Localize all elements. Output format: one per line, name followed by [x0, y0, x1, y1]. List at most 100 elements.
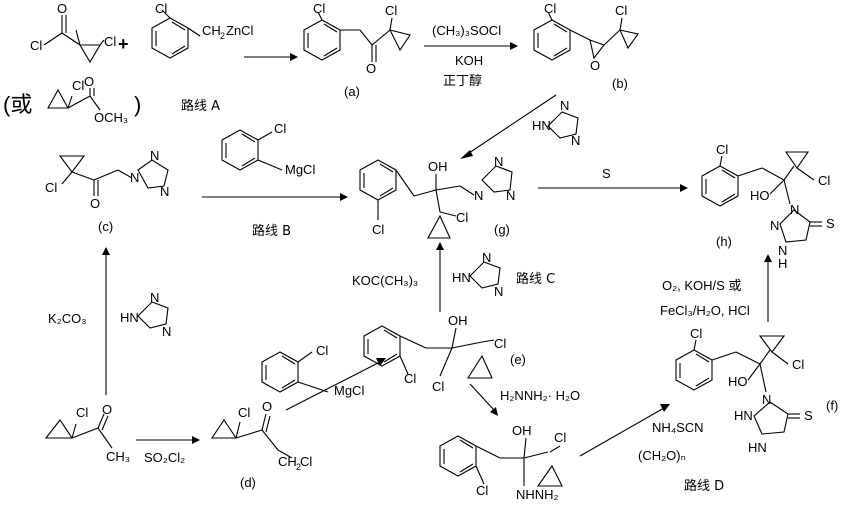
atom-n: N — [560, 98, 569, 113]
arrowhead — [510, 42, 518, 50]
atom-n: N — [160, 184, 169, 199]
label-f: (f) — [826, 398, 838, 413]
benzylzinc-structure: Cl CH 2 ZnCl — [151, 1, 254, 59]
atom-cl: Cl — [155, 1, 167, 16]
plus-sign: + — [118, 34, 129, 54]
arrowhead — [192, 436, 200, 444]
reagent-o2-koh: O₂, KOH/S 或 — [662, 278, 741, 293]
atom-o: O — [590, 58, 600, 73]
atom-cl: Cl — [104, 34, 116, 49]
svg-text:CH: CH — [278, 454, 297, 469]
route-a-label: 路线 A — [181, 98, 220, 114]
reagent-butanol: 正丁醇 — [443, 73, 482, 89]
grignard-reagent-b: Cl MgCl — [221, 121, 315, 177]
compound-e-structure: Cl OH Cl Cl — [363, 313, 506, 394]
label-g: (g) — [494, 222, 510, 237]
atom-n: N — [762, 392, 771, 407]
arrow — [285, 361, 381, 411]
arrow — [469, 383, 495, 411]
atom-o: O — [102, 402, 112, 417]
atom-hn: HN — [748, 440, 767, 455]
atom-n: N — [150, 290, 159, 305]
grignard-reagent-d: Cl MgCl — [261, 343, 364, 398]
reagent-koh: KOH — [455, 53, 483, 68]
triazole-reagent-c: HN N N — [452, 250, 503, 299]
ester-structure: Cl O OCH₃ — [47, 74, 128, 125]
atom-cl: Cl — [544, 1, 556, 16]
atom-n: N — [494, 284, 503, 299]
atom-n: N — [482, 250, 491, 265]
atom-cl: Cl — [404, 371, 416, 386]
atom-cl: Cl — [238, 405, 250, 420]
atom-n: N — [790, 202, 799, 217]
close-paren: ) — [134, 92, 141, 117]
atom-ho: HO — [750, 188, 770, 203]
atom-cl: Cl — [476, 483, 488, 498]
atom-cl: Cl — [494, 336, 506, 351]
svg-text:2: 2 — [296, 462, 301, 472]
atom-cl: Cl — [792, 357, 804, 372]
atom-cl: Cl — [300, 454, 312, 469]
atom-cl: Cl — [372, 222, 384, 237]
atom-cl: Cl — [716, 142, 728, 157]
atom-nhnh2: NHNH₂ — [516, 487, 559, 502]
arrowhead — [102, 247, 110, 255]
atom-oh: OH — [448, 313, 468, 328]
compound-f-structure: Cl Cl HO N HN S HN — [675, 326, 813, 455]
route-b-label: 路线 B — [252, 223, 291, 239]
arrowhead — [680, 184, 688, 192]
atom-ho: HO — [728, 374, 748, 389]
reagent-sulfoxonium: (CH₃)₃SOCl — [432, 23, 501, 38]
atom-hn: HN — [120, 310, 139, 325]
reagent-tbuok: KOC(CH₃)₃ — [352, 273, 418, 288]
acid-chloride-structure: O Cl Cl — [30, 1, 116, 64]
atom-hn: HN — [452, 270, 471, 285]
atom-h: H — [778, 256, 787, 271]
atom-hn: HN — [532, 118, 551, 133]
hydrazine-intermediate-structure: Cl OH Cl NHNH₂ — [439, 423, 566, 502]
atom-n: N — [162, 324, 171, 339]
or-open-paren: (或 — [3, 92, 32, 117]
route-d-label: 路线 D — [684, 478, 724, 494]
atom-cl: Cl — [615, 3, 627, 18]
label-ch2: CH — [202, 23, 221, 38]
atom-n: N — [150, 148, 159, 163]
atom-cl: Cl — [316, 343, 328, 358]
arrow — [579, 407, 665, 457]
atom-cl: Cl — [72, 78, 84, 93]
reagent-fecl3: FeCl₃/H₂O, HCl — [660, 303, 750, 318]
compound-d-structure: Cl O CH 2 Cl — [210, 399, 312, 472]
label-d: (d) — [240, 475, 256, 490]
compound-c-structure: Cl O N N N — [45, 148, 169, 211]
atom-o: O — [57, 1, 67, 16]
atom-o: O — [90, 196, 100, 211]
arrowhead — [460, 150, 473, 159]
atom-n: N — [571, 133, 580, 148]
arrowhead — [376, 358, 386, 366]
atom-o: O — [262, 399, 272, 414]
reagent-hydrazine: H₂NNH₂· H₂O — [500, 388, 580, 403]
methyl-ketone-structure: Cl O CH₃ — [44, 402, 130, 464]
reagent-sulfur: S — [602, 166, 611, 181]
atom-cl: Cl — [313, 1, 325, 16]
atom-och3: OCH₃ — [94, 110, 128, 125]
atom-n: N — [474, 188, 483, 203]
compound-a-structure: Cl O Cl — [303, 1, 411, 76]
svg-text:2: 2 — [220, 31, 225, 41]
atom-oh: OH — [512, 423, 532, 438]
atom-s: S — [804, 408, 813, 423]
atom-n: N — [506, 188, 515, 203]
compound-g-structure: Cl OH Cl N N N — [359, 154, 515, 239]
atom-cl: Cl — [385, 3, 397, 18]
atom-n: N — [770, 218, 779, 233]
label-a: (a) — [344, 84, 360, 99]
atom-s: S — [826, 216, 835, 231]
compound-h-structure: Cl Cl HO N N S N H — [701, 142, 835, 271]
arrowhead — [660, 404, 670, 412]
reagent-formaldehyde: (CH₂O)ₙ — [638, 448, 686, 463]
atom-n: N — [130, 170, 139, 185]
label-h: (h) — [716, 234, 732, 249]
atom-cl: Cl — [554, 430, 566, 445]
atom-cl: Cl — [76, 405, 88, 420]
